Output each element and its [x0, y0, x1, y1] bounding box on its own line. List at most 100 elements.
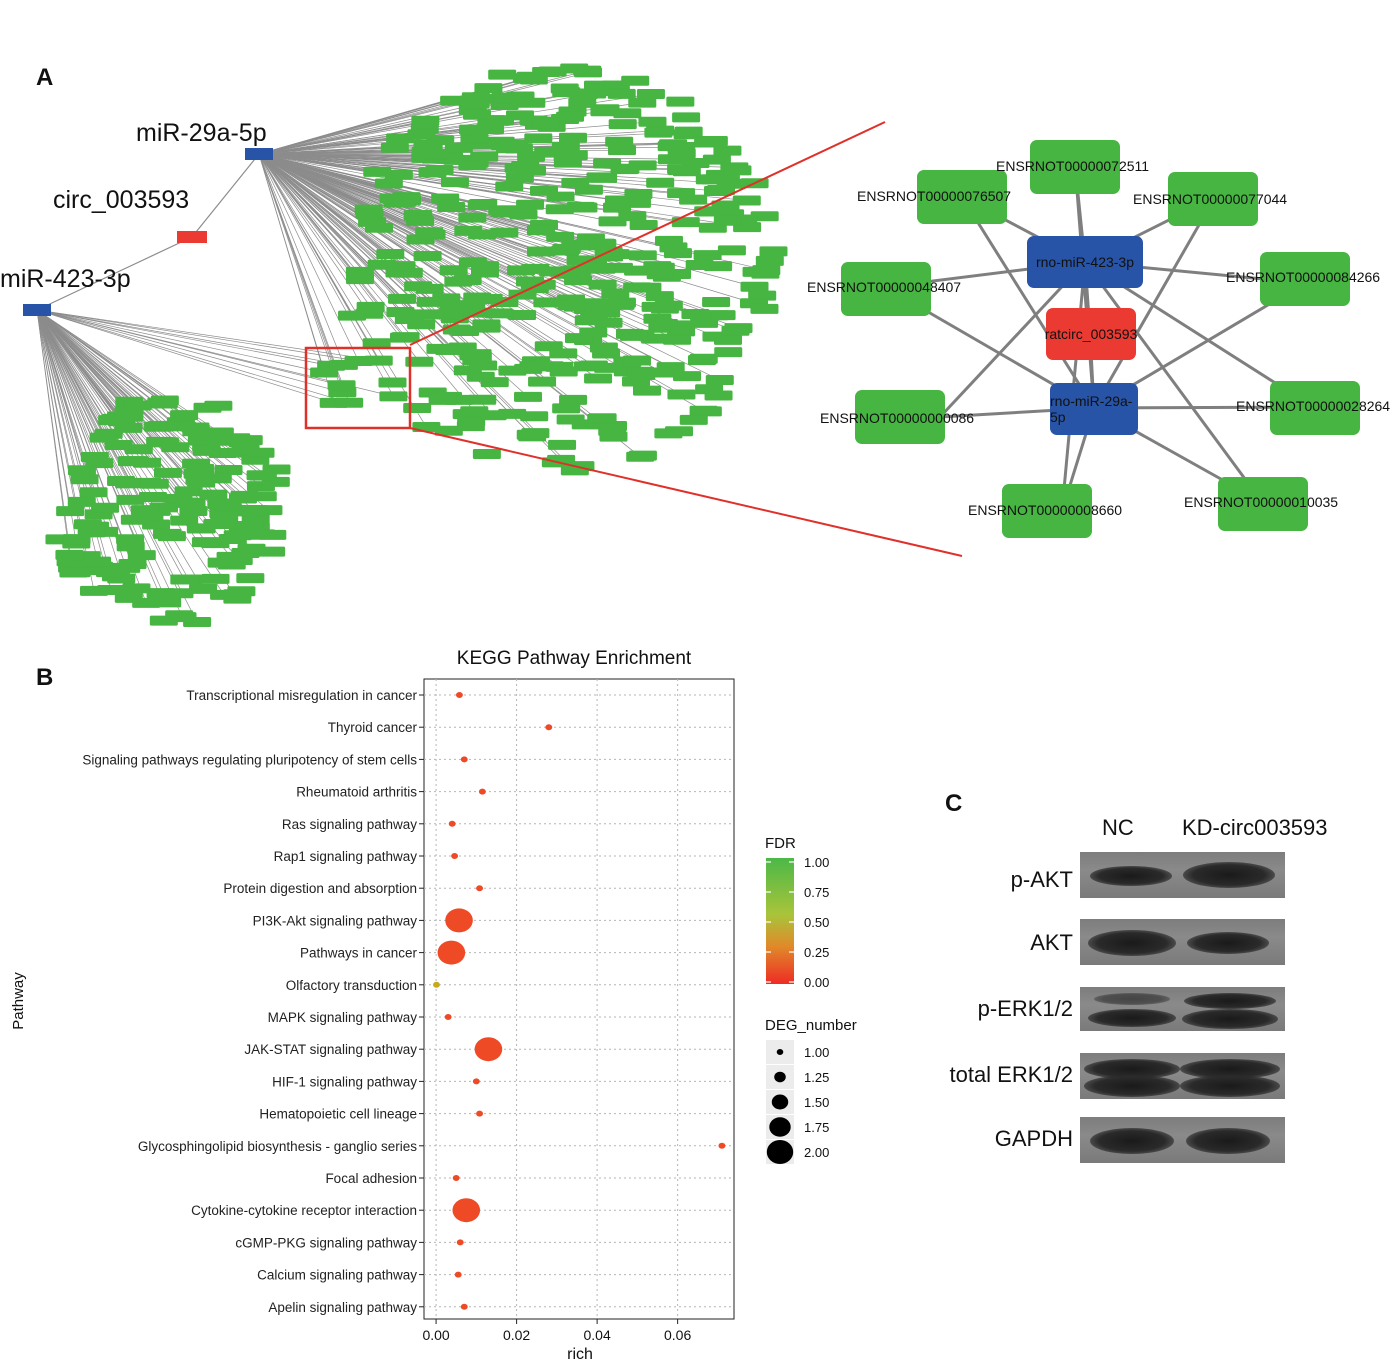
target-node — [599, 421, 628, 432]
target-node-10035 — [1218, 477, 1308, 531]
network-edge — [258, 153, 378, 173]
target-node — [533, 297, 562, 308]
target-node — [679, 414, 708, 425]
target-node-77044 — [1168, 172, 1258, 226]
target-node — [484, 308, 513, 319]
data-point — [718, 1142, 726, 1149]
network-edge — [258, 153, 564, 354]
target-node — [405, 356, 434, 367]
chart-title: KEGG Pathway Enrichment — [457, 648, 692, 669]
target-node — [384, 169, 413, 180]
target-node — [498, 365, 527, 376]
target-node — [689, 353, 718, 364]
target-node — [740, 281, 769, 292]
legend-size-key — [766, 1140, 794, 1164]
data-point — [476, 1110, 484, 1117]
target-node — [187, 477, 216, 488]
target-node — [223, 530, 252, 541]
target-node — [407, 129, 436, 140]
target-node — [690, 317, 719, 328]
target-node — [114, 592, 143, 603]
zoom-highlight-box — [304, 346, 412, 430]
target-node — [586, 172, 615, 183]
target-node — [149, 615, 178, 626]
target-node — [214, 464, 243, 475]
target-node — [327, 380, 356, 391]
target-node — [378, 377, 407, 388]
plot-area — [423, 678, 735, 1320]
target-node — [636, 89, 665, 100]
legend-size-key-label: 1.25 — [804, 1070, 829, 1085]
target-node — [116, 541, 145, 552]
wb-band — [1187, 932, 1269, 954]
target-node — [705, 375, 734, 386]
data-point — [455, 692, 463, 698]
target-node — [560, 63, 589, 74]
target-node-08660 — [1002, 484, 1092, 538]
data-point — [545, 724, 553, 731]
target-node — [70, 474, 99, 485]
panel-label-c: C — [945, 790, 963, 817]
target-node — [122, 583, 151, 594]
y-tick-label: MAPK signaling pathway — [268, 1010, 418, 1025]
target-node — [170, 410, 199, 421]
target-node — [411, 115, 440, 126]
wb-column-kd: KD-circ003593 — [1182, 815, 1328, 840]
target-node — [587, 263, 616, 274]
target-node — [557, 300, 586, 311]
target-node — [262, 464, 291, 475]
target-node — [142, 519, 171, 530]
target-node — [583, 80, 612, 91]
y-tick-label: Rap1 signaling pathway — [274, 849, 418, 864]
target-node — [755, 255, 784, 266]
target-node — [416, 296, 445, 307]
network-edge — [258, 153, 373, 223]
data-point — [445, 908, 473, 933]
target-node — [569, 89, 598, 100]
target-node — [235, 521, 264, 532]
target-node — [329, 359, 358, 370]
target-node — [531, 118, 560, 129]
target-node — [717, 245, 746, 256]
target-node — [607, 88, 636, 99]
network-edge — [36, 309, 332, 367]
target-node — [628, 160, 657, 171]
target-node — [388, 293, 417, 304]
legend-size-key-label: 1.75 — [804, 1120, 829, 1135]
target-node — [633, 385, 662, 396]
target-node — [663, 334, 692, 345]
target-node — [434, 425, 463, 436]
target-node — [170, 574, 199, 585]
legend-size-key — [771, 1094, 789, 1110]
target-node — [517, 97, 546, 108]
target-node — [714, 347, 743, 358]
wb-row-label-perk: p-ERK1/2 — [977, 996, 1073, 1021]
zoom-connector-line — [409, 121, 886, 346]
target-node — [310, 367, 339, 378]
target-node — [654, 428, 683, 439]
target-node — [748, 290, 777, 301]
wb-blot-gapdh — [1080, 1117, 1285, 1163]
target-node — [435, 344, 464, 355]
target-node — [82, 556, 111, 567]
target-node — [667, 389, 696, 400]
target-node — [123, 400, 152, 411]
target-node — [81, 521, 110, 532]
target-node — [231, 440, 260, 451]
network-edge — [258, 153, 581, 261]
y-tick-labels: Transcriptional misregulation in cancerT… — [82, 688, 424, 1315]
target-node — [56, 506, 85, 517]
data-point — [452, 1175, 460, 1181]
y-tick-label: Thyroid cancer — [328, 720, 418, 735]
target-node — [588, 413, 617, 424]
network-edge — [258, 153, 430, 233]
target-node — [463, 352, 492, 363]
wb-band — [1088, 1009, 1176, 1027]
legend-size-key — [769, 1117, 791, 1137]
target-node — [460, 406, 489, 417]
target-node — [564, 275, 593, 286]
target-node — [514, 391, 543, 402]
wb-band — [1084, 1059, 1180, 1079]
target-node — [628, 250, 657, 261]
target-node-28264 — [1270, 381, 1360, 435]
